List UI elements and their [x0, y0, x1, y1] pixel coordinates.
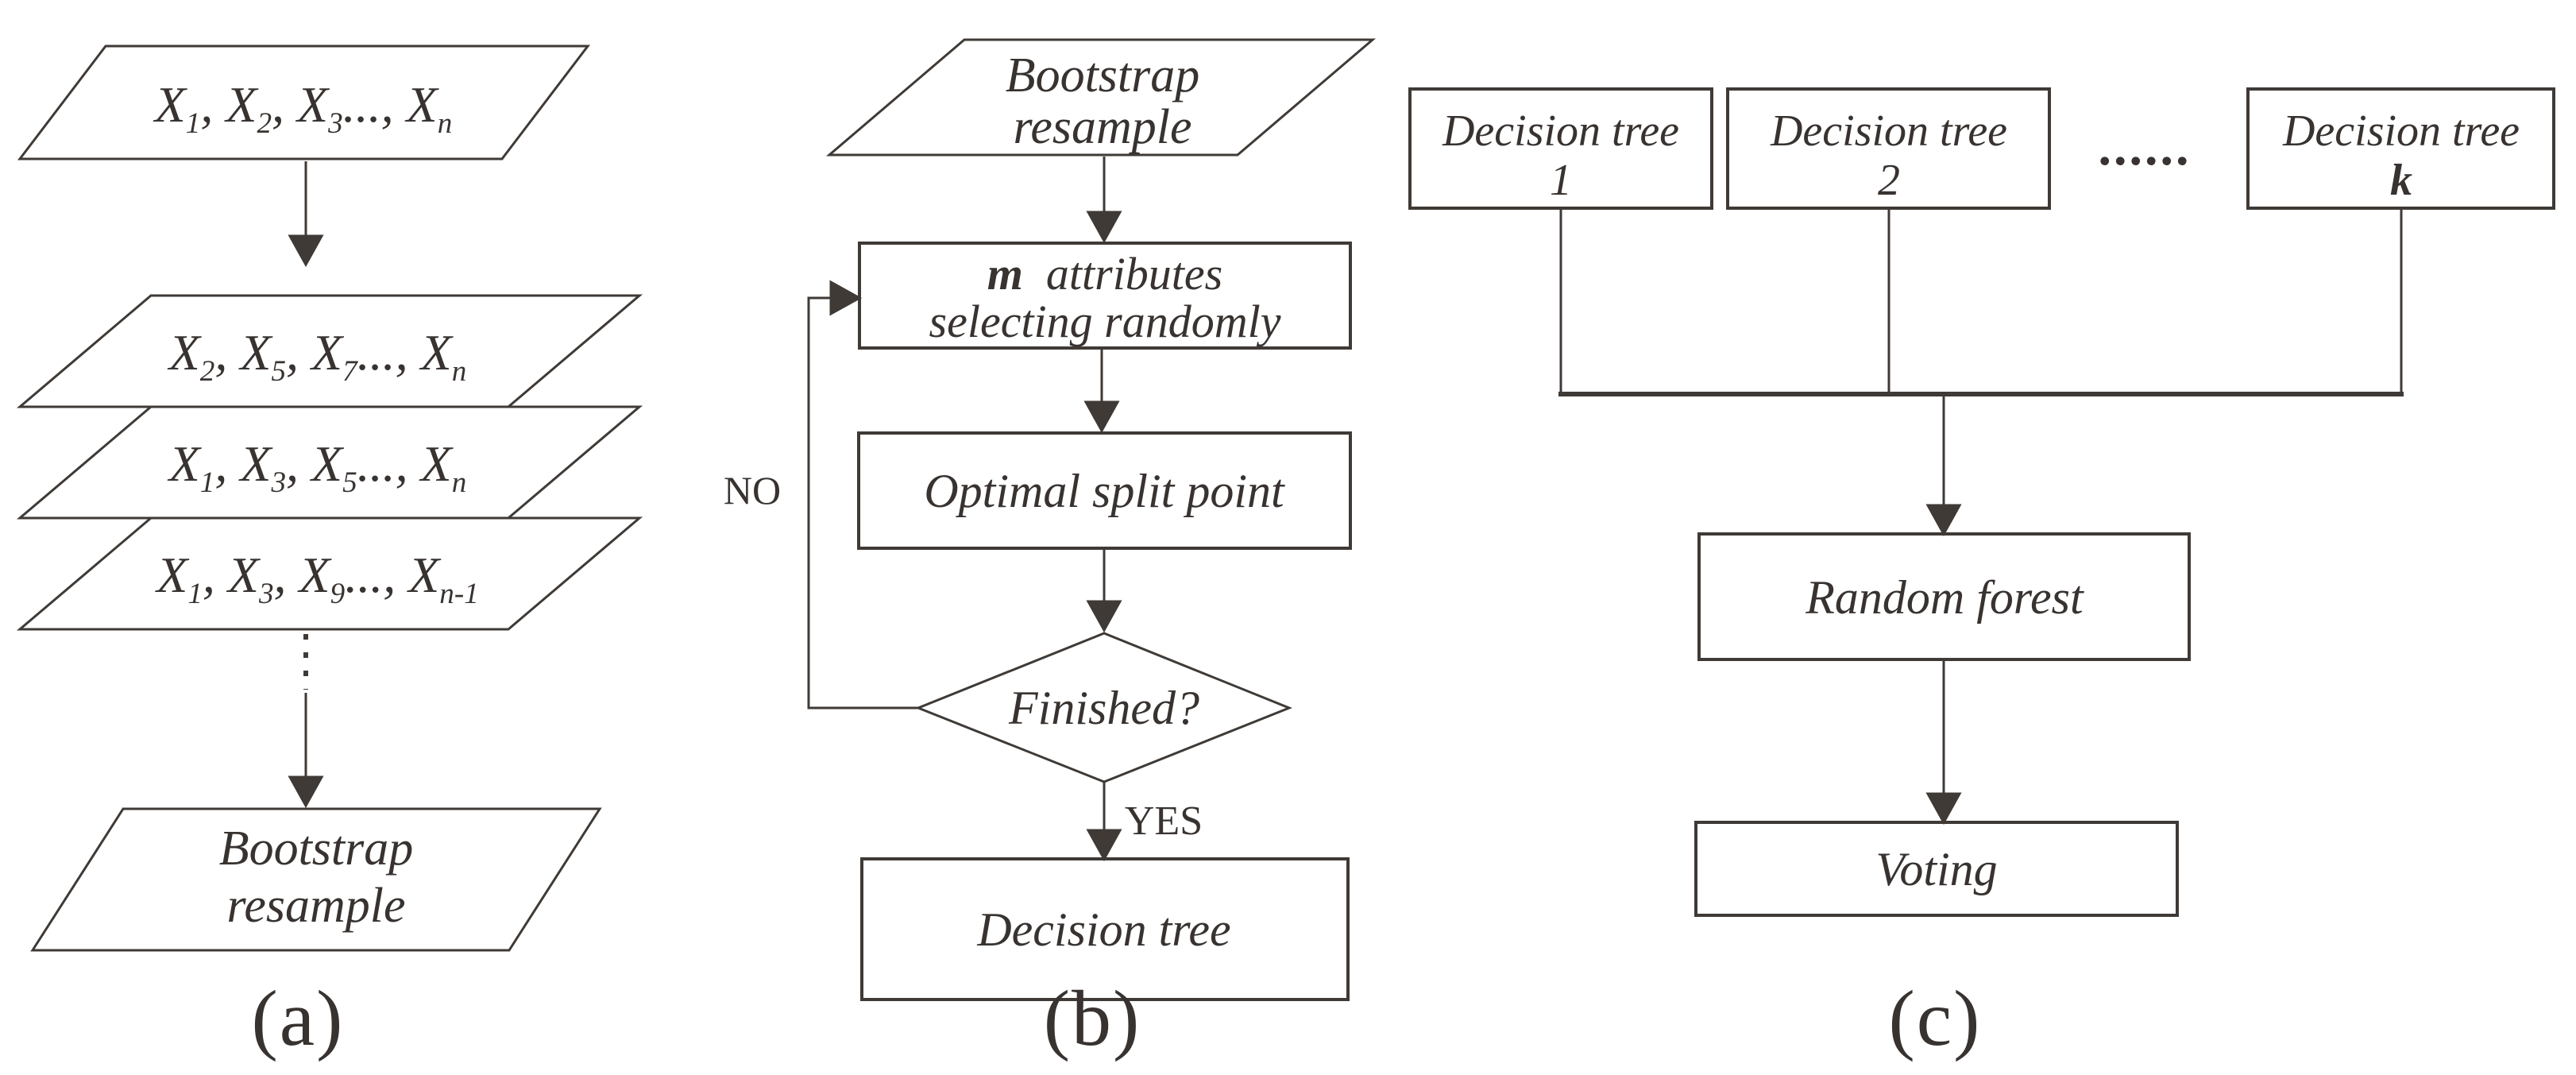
yes-arrowhead [1086, 829, 1122, 862]
sample-3-label: X1, X3, X9..., Xn-1 [156, 547, 479, 610]
caption-b: (b) [1043, 974, 1141, 1062]
decision-tree-1-line1: Decision tree [1442, 106, 1680, 156]
bootstrap-resample-a-line1: Bootstrap [218, 822, 414, 876]
decision-tree-2-line2: 2 [1878, 156, 1900, 205]
ellipsis-dots: ...... [2098, 118, 2192, 176]
decision-tree-result-label: Decision tree [977, 903, 1231, 956]
dataset-label: X1, X2, X3..., Xn [154, 76, 453, 140]
sample-2-label: X1, X3, X5..., Xn [168, 435, 467, 499]
voting-box [1694, 821, 2179, 917]
decision-tree-result-box [860, 857, 1350, 1001]
random-forest-label: Random forest [1806, 571, 2084, 624]
yes-label: YES [1124, 799, 1203, 844]
samples-to-bootstrap-arrowhead [288, 775, 324, 809]
forest-to-voting-arrowhead [1925, 792, 1962, 826]
voting-label: Voting [1875, 843, 1998, 895]
bootstrap-to-attributes-arrowhead [1086, 211, 1122, 244]
no-label: NO [723, 468, 782, 512]
decision-tree-1-line2: 1 [1550, 156, 1572, 205]
dataset-to-samples-arrowhead [288, 234, 324, 268]
optimal-split-label: Optimal split point [924, 465, 1284, 517]
decision-tree-k-line1: Decision tree [2282, 106, 2520, 156]
decision-tree-2-line1: Decision tree [1770, 106, 2008, 156]
no-loop-line [807, 296, 918, 710]
bootstrap-resample-b-line1: Bootstrap [1005, 48, 1200, 102]
caption-a: (a) [251, 974, 345, 1062]
bootstrap-resample-b-line2: resample [1013, 100, 1192, 154]
sample-parallelogram-3 [16, 516, 643, 631]
attributes-selection-line1: m attributes [987, 248, 1223, 300]
dataset-parallelogram [17, 44, 591, 160]
sample-1-label: X2, X5, X7..., Xn [168, 324, 467, 388]
split-to-finished-arrowhead [1086, 600, 1122, 633]
finished-label: Finished? [1009, 682, 1199, 734]
caption-c: (c) [1888, 974, 1982, 1062]
bootstrap-resample-parallelogram-a [30, 807, 602, 952]
no-loop-arrowhead [829, 280, 863, 316]
bootstrap-resample-parallelogram-b [825, 38, 1377, 157]
attributes-to-split-arrowhead [1083, 400, 1120, 434]
bus-to-forest-arrowhead [1925, 504, 1962, 537]
attributes-selection-line2: selecting randomly [929, 296, 1281, 347]
decision-tree-k-line2: k [2390, 156, 2412, 205]
attributes-selection-box [858, 242, 1352, 350]
bootstrap-resample-a-line2: resample [226, 879, 406, 933]
